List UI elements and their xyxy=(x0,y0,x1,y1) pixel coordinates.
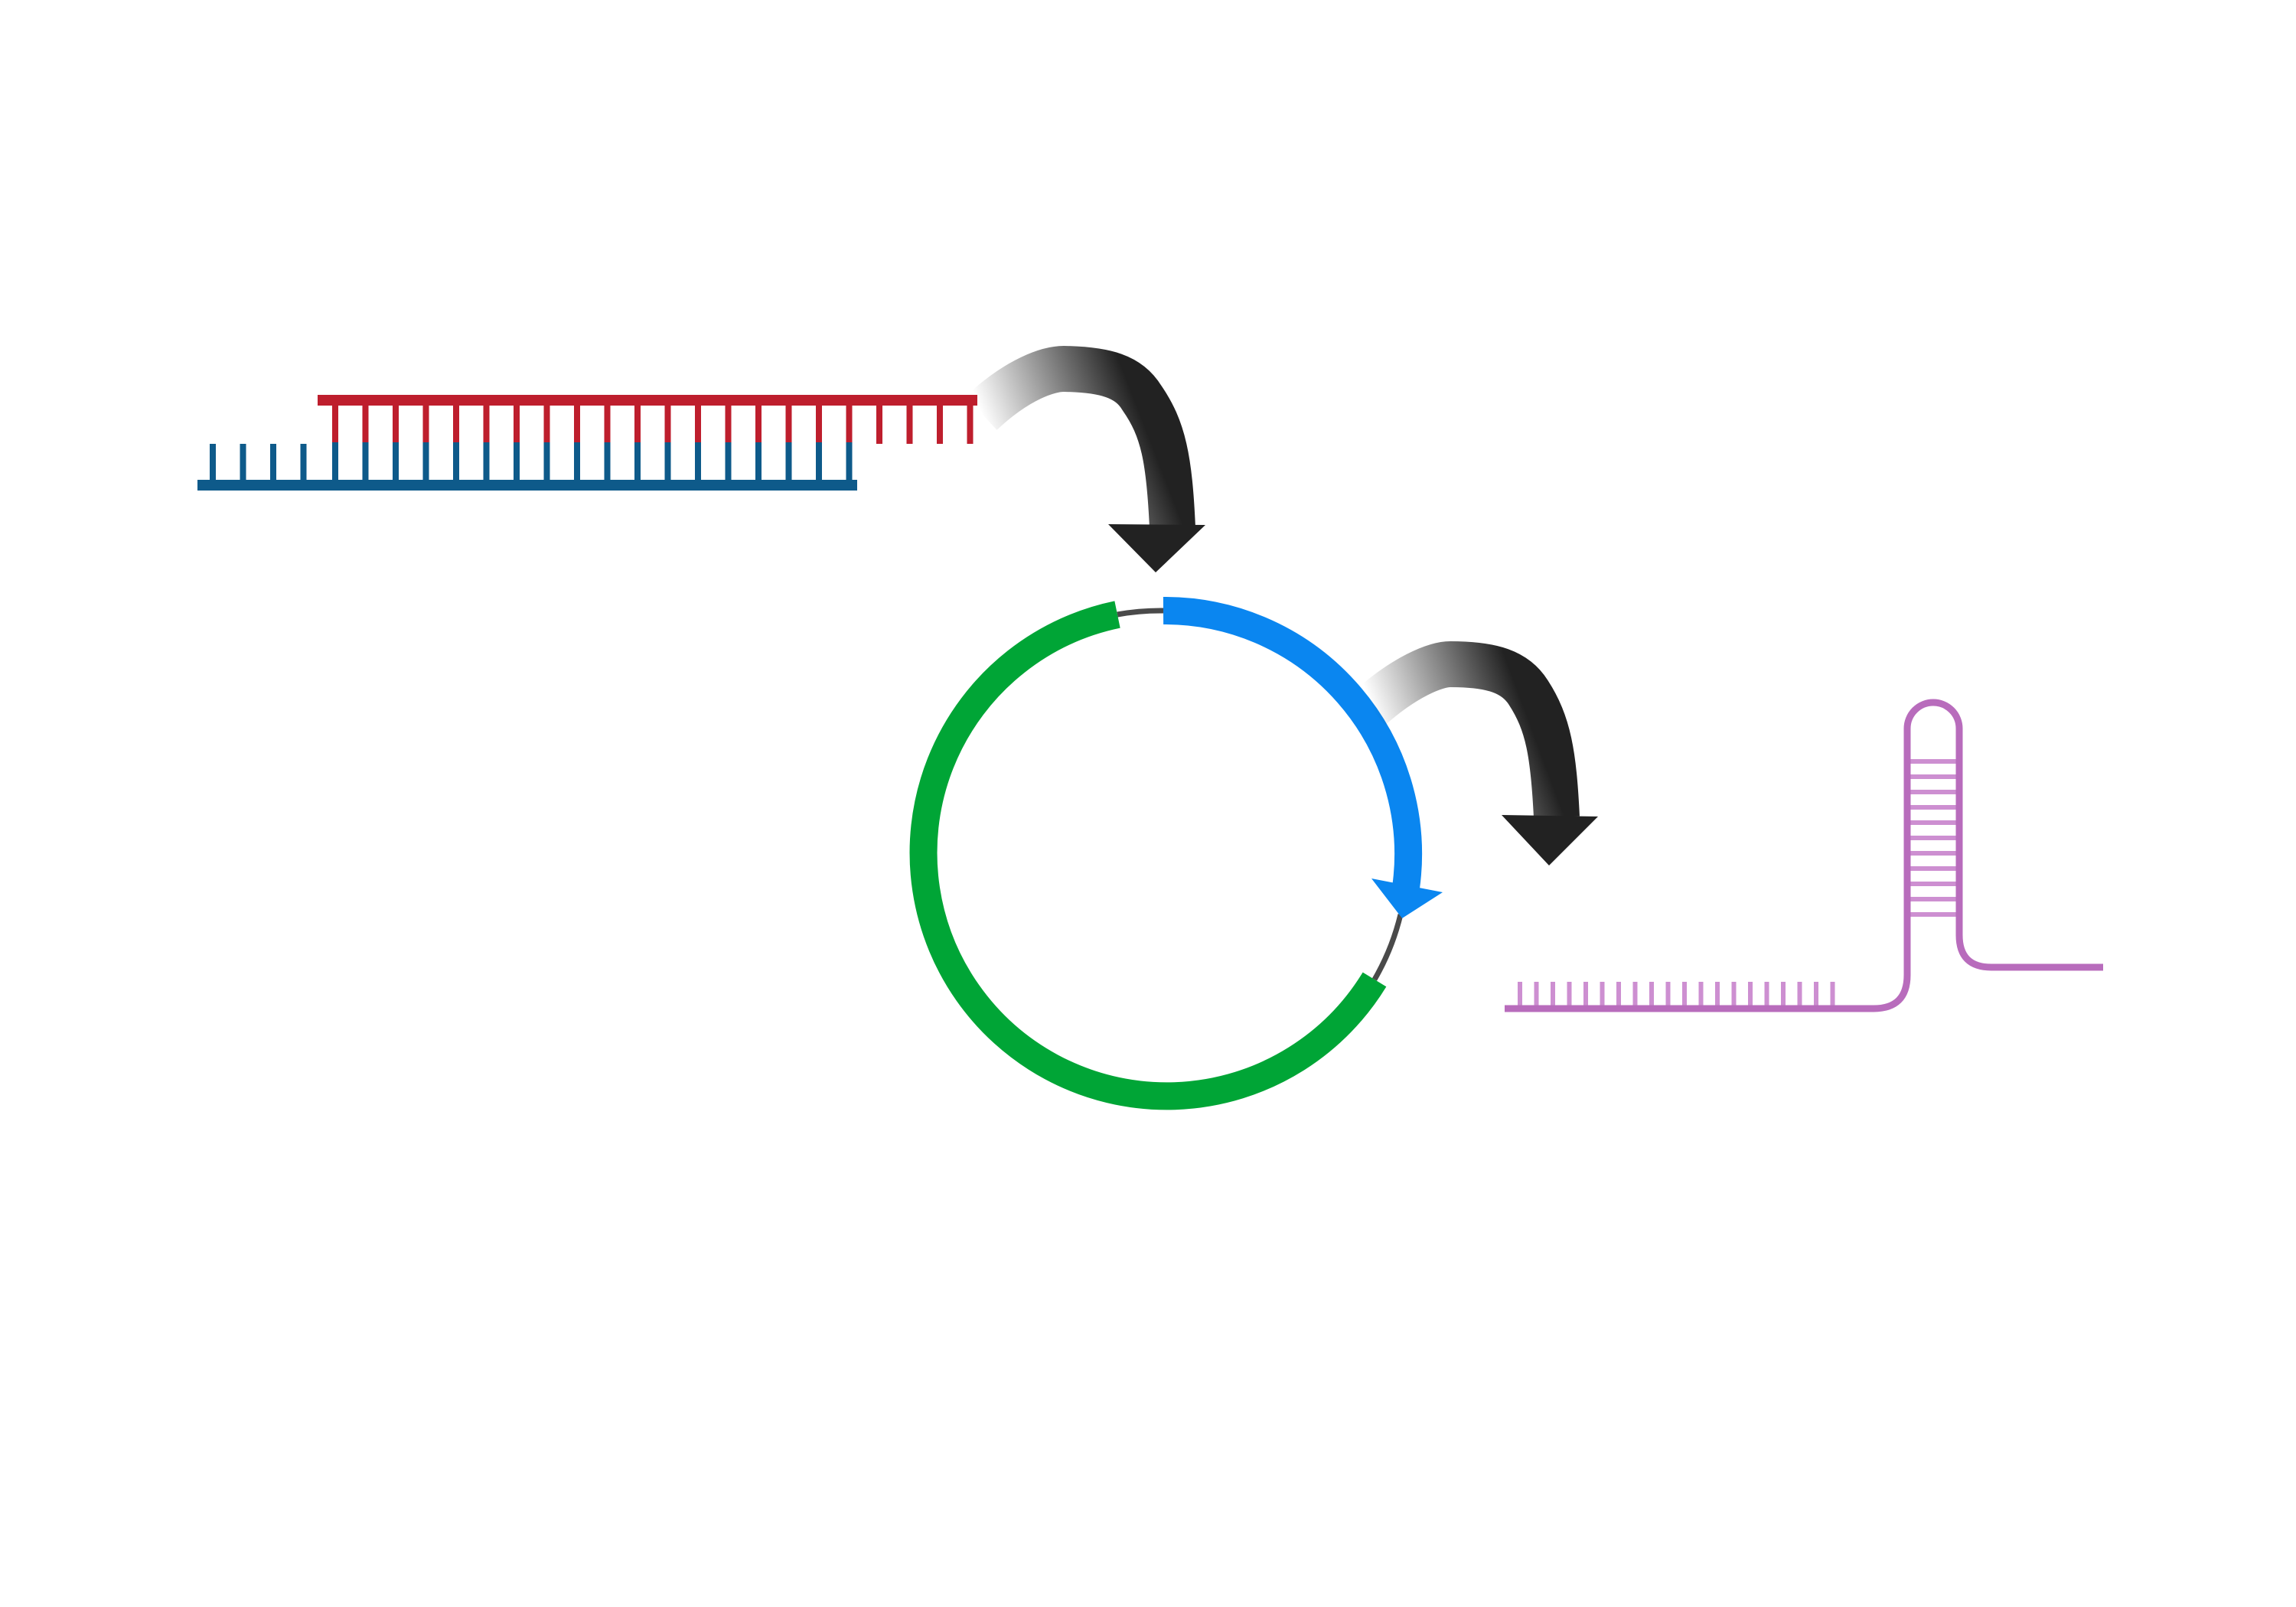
rna-hairpin xyxy=(1505,699,2103,1012)
dsdna-top-overhang-base xyxy=(967,404,974,444)
rna-tail-base xyxy=(1814,982,1818,1009)
rna-tail-base xyxy=(1781,982,1786,1009)
rna-stem-base-pair xyxy=(1907,882,1959,886)
dsdna-bottom-overhang-base xyxy=(210,444,216,482)
dsdna-bottom-strand xyxy=(197,480,857,491)
dsdna-bottom-overhang-base xyxy=(240,444,246,482)
dsdna-top-overhang-base xyxy=(937,404,943,444)
dsdna-bottom-overhang-base xyxy=(270,444,276,482)
rna-tail-base xyxy=(1682,982,1687,1009)
rna-tail-base xyxy=(1551,982,1555,1009)
rna-stem-base-pair xyxy=(1907,912,1959,917)
rna-tail-base xyxy=(1518,982,1522,1009)
rna-stem-base-pair xyxy=(1907,866,1959,871)
dsdna-bottom-base xyxy=(816,442,822,482)
dsdna-top-base xyxy=(483,404,490,445)
dsdna-base-pairs xyxy=(210,404,974,482)
rna-tail-base xyxy=(1567,982,1572,1009)
dsdna-top-base xyxy=(453,404,459,445)
dsdna-bottom-base xyxy=(543,442,550,482)
dsdna-bottom-base xyxy=(422,442,429,482)
rna-strand xyxy=(1505,699,2103,1012)
rna-tail-base xyxy=(1715,982,1720,1009)
dsdna-top-base xyxy=(362,404,369,445)
rna-tail-base xyxy=(1731,982,1737,1009)
dsdna-top-base xyxy=(514,404,520,445)
dsdna-bottom-base xyxy=(846,442,853,482)
dsdna-bottom-base xyxy=(574,442,580,482)
dsdna-top-base xyxy=(785,404,792,445)
dsdna-bottom-base xyxy=(634,442,641,482)
rna-stem-base-pair xyxy=(1907,774,1959,779)
curved-arrow-icon xyxy=(965,345,1195,530)
plasmid xyxy=(909,596,1443,1110)
dsdna-top-base xyxy=(634,404,641,445)
plasmid-link-top xyxy=(1117,608,1164,618)
dsdna-bottom-base xyxy=(664,442,671,482)
dsdna-bottom-base xyxy=(393,442,399,482)
dsdna-top-base xyxy=(846,404,853,445)
dsdna-top-base xyxy=(332,404,338,445)
rna-tail-base xyxy=(1665,982,1671,1009)
dsdna-bottom-overhang-base xyxy=(300,444,307,482)
rna-stem-base-pair xyxy=(1907,820,1959,825)
dsdna-top-base xyxy=(422,404,429,445)
dsdna-top-overhang-base xyxy=(876,404,882,444)
plasmid-link-right xyxy=(1371,914,1404,981)
dsdna-bottom-base xyxy=(725,442,732,482)
rna-tail-base xyxy=(1632,982,1638,1009)
rna-tail-base xyxy=(1764,982,1769,1009)
rna-tail-base xyxy=(1583,982,1588,1009)
rna-stem-base-pair xyxy=(1907,759,1959,764)
rna-tail-base xyxy=(1649,982,1654,1009)
rna-tail-base xyxy=(1830,982,1835,1009)
dsdna-bottom-base xyxy=(453,442,459,482)
dsdna-bottom-base xyxy=(785,442,792,482)
dsdna-bottom-base xyxy=(332,442,338,482)
dsdna-top-base xyxy=(393,404,399,445)
dsdna-top-base xyxy=(725,404,732,445)
dsdna-top-strand xyxy=(318,395,977,406)
rna-bases xyxy=(1518,759,1959,1009)
dsdna-bottom-base xyxy=(604,442,611,482)
rna-stem-base-pair xyxy=(1907,805,1959,810)
dsdna-top-base xyxy=(604,404,611,445)
rna-stem-base-pair xyxy=(1907,897,1959,901)
rna-tail-base xyxy=(1616,982,1621,1009)
dsdna-top-base xyxy=(695,404,701,445)
dsdna-bottom-base xyxy=(514,442,520,482)
plasmid-backbone-arc xyxy=(909,601,1387,1110)
dsdna-top-base xyxy=(755,404,762,445)
dsdna-top-base xyxy=(574,404,580,445)
dsdna-top-overhang-base xyxy=(906,404,913,444)
rna-tail-base xyxy=(1748,982,1753,1009)
rna-tail-base xyxy=(1600,982,1605,1009)
rna-stem-base-pair xyxy=(1907,851,1959,856)
double-stranded-dna xyxy=(197,395,977,491)
rna-tail-base xyxy=(1797,982,1802,1009)
dsdna-bottom-base xyxy=(483,442,490,482)
dsdna-top-base xyxy=(543,404,550,445)
dsdna-top-base xyxy=(664,404,671,445)
rna-tail-base xyxy=(1698,982,1704,1009)
dsdna-top-base xyxy=(816,404,822,445)
dsdna-bottom-base xyxy=(695,442,701,482)
rna-tail-base xyxy=(1534,982,1539,1009)
dsdna-bottom-base xyxy=(362,442,369,482)
curved-arrow-icon xyxy=(1355,641,1580,819)
arrow-head-icon xyxy=(1502,815,1598,865)
arrow-head-icon xyxy=(1108,524,1205,572)
arrow-head-icon xyxy=(1371,878,1443,918)
rna-stem-base-pair xyxy=(1907,790,1959,794)
plasmid-insert-arc xyxy=(1163,596,1423,890)
dsdna-bottom-base xyxy=(755,442,762,482)
rna-stem-base-pair xyxy=(1907,836,1959,840)
